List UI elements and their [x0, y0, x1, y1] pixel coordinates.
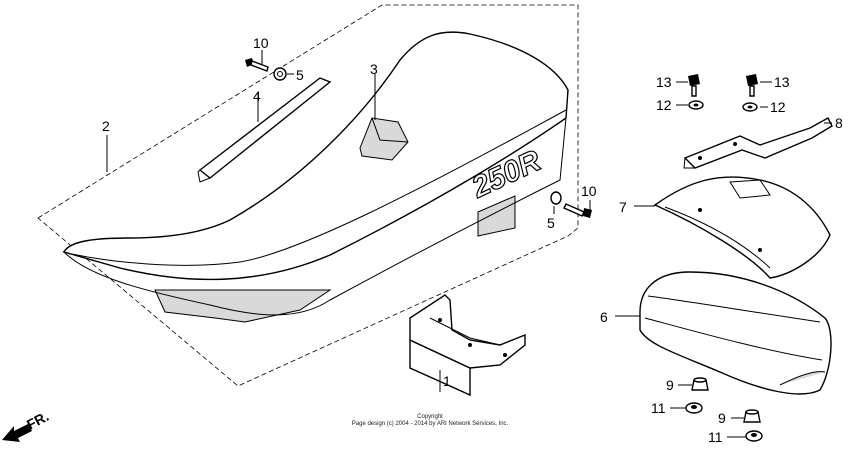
- callout-7: 7: [619, 199, 627, 215]
- callout-10-right: 10: [581, 183, 597, 199]
- callout-8: 8: [835, 115, 843, 131]
- callout-9-lower: 9: [718, 410, 726, 426]
- callout-5-right: 5: [547, 215, 555, 231]
- callout-9-upper: 9: [666, 377, 674, 393]
- washer-11-lower: [745, 430, 763, 442]
- copyright-line-1: Copyright: [417, 414, 443, 420]
- tray: [653, 176, 831, 279]
- leader-lines: [106, 50, 832, 438]
- hinge-bracket: [683, 117, 833, 169]
- washer-11-upper: [685, 402, 703, 414]
- callout-13-right: 13: [774, 74, 790, 90]
- copyright-line-2: Page design (c) 2004 - 2014 by ARI Netwo…: [351, 421, 509, 427]
- storage-case: [639, 271, 832, 395]
- callout-13-left: 13: [656, 74, 672, 90]
- callout-12-right: 12: [770, 99, 786, 115]
- front-arrow-icon: [2, 424, 32, 442]
- seat-bracket: [409, 294, 526, 397]
- nut-9-upper: [691, 377, 709, 391]
- washer-12-left: [688, 100, 704, 110]
- bolt-13-left: [688, 74, 700, 97]
- callout-3: 3: [370, 61, 378, 77]
- bolt-13-right: [746, 74, 758, 97]
- callout-1: 1: [443, 373, 451, 389]
- seat: 250R: [62, 31, 569, 323]
- callout-12-left: 12: [656, 97, 672, 113]
- callout-4: 4: [253, 88, 261, 104]
- washer-12-right: [742, 102, 758, 112]
- callout-11-lower: 11: [708, 429, 723, 445]
- callout-2: 2: [102, 118, 110, 134]
- collar-right: [550, 191, 562, 205]
- seat-strap: [198, 77, 332, 179]
- assembly-boundary: [37, 4, 579, 387]
- callout-6: 6: [600, 309, 608, 325]
- bolt-upper: [245, 58, 269, 72]
- callout-5-upper: 5: [296, 67, 304, 83]
- callout-10-upper: 10: [253, 35, 269, 51]
- callout-11-upper: 11: [651, 400, 666, 416]
- collar-upper: [273, 67, 287, 81]
- copyright-notice: Copyright Page design (c) 2004 - 2014 by…: [330, 414, 530, 428]
- nut-9-lower: [743, 409, 761, 423]
